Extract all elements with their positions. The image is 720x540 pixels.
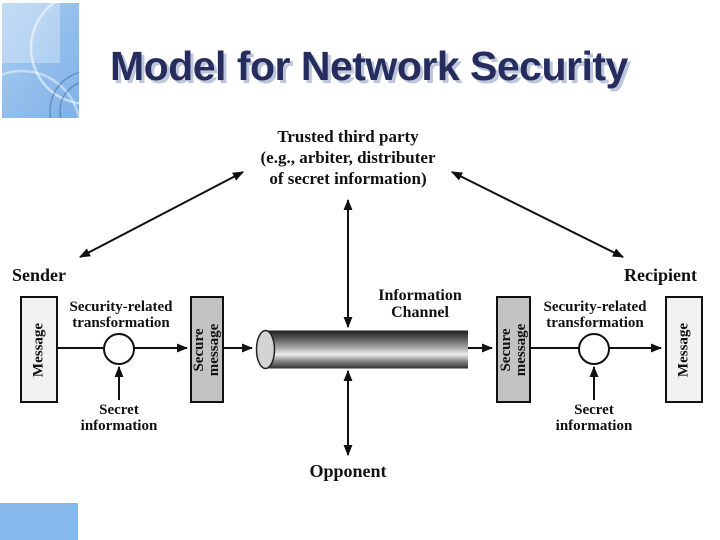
secret-right-line-2: information (555, 418, 633, 434)
transformation-label-left: Security-related transformation (51, 299, 191, 331)
channel-cylinder (265, 330, 468, 369)
channel-line-2: Channel (391, 304, 449, 321)
opponent-label: Opponent (309, 461, 387, 481)
message-box-recipient-label: Message (675, 322, 692, 377)
transform-circle-left (103, 333, 135, 365)
transformation-right-line-1: Security-related (543, 299, 647, 315)
corner-decoration-art (2, 3, 79, 118)
trusted-third-party-label: Trusted third party (e.g., arbiter, dist… (228, 126, 468, 189)
message-box-sender: Message (20, 296, 58, 403)
transformation-left-line-2: transformation (72, 315, 170, 331)
sender-label: Sender (12, 265, 66, 285)
transformation-left-line-1: Security-related (69, 299, 173, 315)
secure-message-box-sender-label: Secure message (191, 323, 222, 376)
recipient-label: Recipient (624, 265, 697, 285)
trusted-line-3: of secret information) (269, 169, 427, 188)
message-box-recipient: Message (665, 296, 703, 403)
secure-message-box-sender: Secure message (190, 296, 224, 403)
arrow-sender-trusted (79, 171, 244, 258)
secret-information-label-right: Secret information (534, 402, 654, 434)
secret-right-line-1: Secret (574, 402, 614, 418)
secure-message-box-recipient-label: Secure message (497, 323, 529, 376)
channel-cylinder-cap (255, 329, 276, 370)
transformation-label-right: Security-related transformation (525, 299, 665, 331)
secure-message-box-recipient: Secure message (496, 296, 531, 403)
bottom-left-accent-bar (0, 503, 78, 540)
channel-line-1: Information (378, 287, 462, 304)
trusted-line-1: Trusted third party (277, 127, 419, 146)
arrow-trusted-recipient (450, 171, 625, 258)
secret-left-line-2: information (80, 418, 158, 434)
trusted-line-2: (e.g., arbiter, distributer (260, 148, 436, 167)
information-channel-label: Information Channel (350, 287, 490, 321)
secret-left-line-1: Secret (99, 402, 139, 418)
corner-decoration (2, 3, 79, 118)
message-box-sender-label: Message (30, 322, 47, 377)
secret-information-label-left: Secret information (59, 402, 179, 434)
transform-circle-right (578, 333, 610, 365)
transformation-right-line-2: transformation (546, 315, 644, 331)
page-title: Model for Network Security (110, 43, 628, 89)
